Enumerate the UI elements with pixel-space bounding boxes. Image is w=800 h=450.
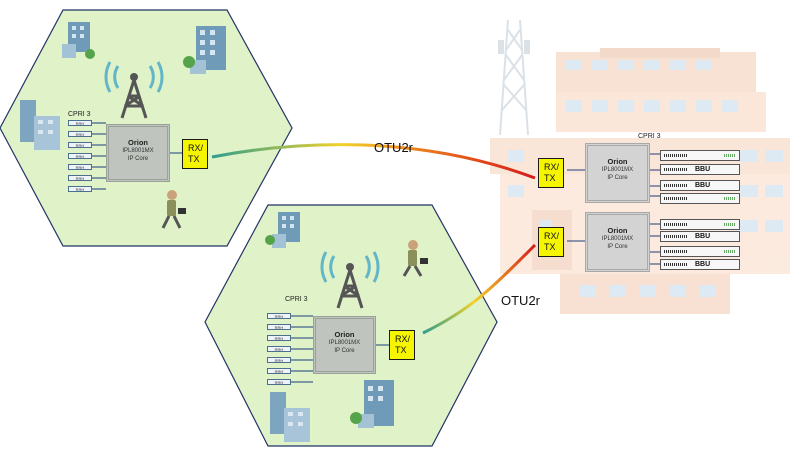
bbu-unit-icon: BBU	[660, 164, 740, 175]
rx-label: RX/	[544, 162, 560, 172]
core-sub: IP Core	[607, 244, 628, 250]
bbu-unit-icon	[660, 246, 740, 257]
otu2r-link-1	[211, 143, 536, 180]
orion-core-central-1: Orion IPL8001MX IP Core	[585, 143, 650, 203]
radio-head-icon: RRH	[267, 357, 291, 363]
tx-label: TX	[395, 345, 407, 355]
radio-head-icon: RRH	[68, 175, 92, 181]
core-sub: IP Core	[127, 156, 149, 162]
cell-tower-icon	[104, 61, 164, 119]
radio-head-icon: RRH	[68, 142, 92, 148]
bbu-label: BBU	[695, 182, 711, 189]
core-model: IPL8001MX	[122, 148, 154, 154]
bbu-unit-icon: BBU	[660, 231, 740, 242]
rx-tx-central-1: RX/ TX	[538, 158, 564, 188]
otu2r-label-2: OTU2r	[501, 293, 540, 308]
tx-label: TX	[544, 173, 556, 183]
core-model: IPL8001MX	[601, 236, 634, 242]
radio-head-icon: RRH	[68, 186, 92, 192]
core-name: Orion	[607, 226, 628, 235]
otu2r-link-2	[422, 243, 537, 335]
core-name: Orion	[607, 157, 628, 166]
office-building-icon	[62, 22, 95, 59]
tx-label: TX	[544, 242, 556, 252]
bbu-unit-icon	[660, 193, 740, 204]
radio-head-icon: RRH	[68, 120, 92, 126]
cpri-label-2: CPRI 3	[285, 296, 308, 303]
office-building-icon	[265, 212, 300, 248]
tx-label: TX	[188, 154, 200, 164]
radio-head-icon: RRH	[68, 164, 92, 170]
rx-label: RX/	[395, 334, 411, 344]
bbu-unit-icon	[660, 150, 740, 161]
radio-head-icon: RRH	[68, 131, 92, 137]
core-name: Orion	[128, 138, 148, 147]
core-model: IPL8001MX	[601, 167, 634, 173]
rx-tx-cell-2: RX/ TX	[389, 330, 415, 360]
rx-label: RX/	[544, 231, 560, 241]
walking-man-icon	[161, 190, 186, 229]
orion-core-central-2: Orion IPL8001MX IP Core	[585, 212, 650, 272]
bbu-label: BBU	[695, 166, 711, 173]
radio-head-icon: RRH	[267, 379, 291, 385]
cpri-label-central: CPRI 3	[638, 133, 661, 140]
core-name: Orion	[334, 330, 355, 339]
walking-man-icon	[402, 240, 428, 277]
radio-head-icon: RRH	[267, 368, 291, 374]
bbu-label: BBU	[695, 261, 711, 268]
otu2r-label-1: OTU2r	[374, 140, 413, 155]
orion-core-cell-2: Orion IPL8001MX IP Core	[313, 316, 376, 374]
core-sub: IP Core	[607, 175, 628, 181]
radio-head-icon: RRH	[267, 313, 291, 319]
rx-tx-cell-1: RX/ TX	[182, 139, 208, 169]
bbu-unit-icon: BBU	[660, 259, 740, 270]
orion-core-cell-1: Orion IPL8001MX IP Core	[106, 124, 170, 182]
core-model: IPL8001MX	[328, 340, 361, 346]
office-building-icon	[20, 100, 60, 150]
rx-tx-central-2: RX/ TX	[538, 227, 564, 257]
office-building-icon	[350, 380, 394, 428]
central-office-building-icon	[490, 19, 790, 314]
bbu-unit-icon: BBU	[660, 180, 740, 191]
cpri-label-1: CPRI 3	[68, 111, 91, 118]
cell-tower-icon	[320, 251, 380, 309]
radio-head-icon: RRH	[267, 335, 291, 341]
bbu-label: BBU	[695, 233, 711, 240]
rx-label: RX/	[188, 143, 204, 153]
radio-head-icon: RRH	[68, 153, 92, 159]
bbu-unit-icon	[660, 219, 740, 230]
office-building-icon	[183, 26, 226, 74]
core-sub: IP Core	[334, 348, 355, 354]
office-building-icon	[270, 392, 310, 442]
radio-head-icon: RRH	[267, 324, 291, 330]
radio-head-icon: RRH	[267, 346, 291, 352]
